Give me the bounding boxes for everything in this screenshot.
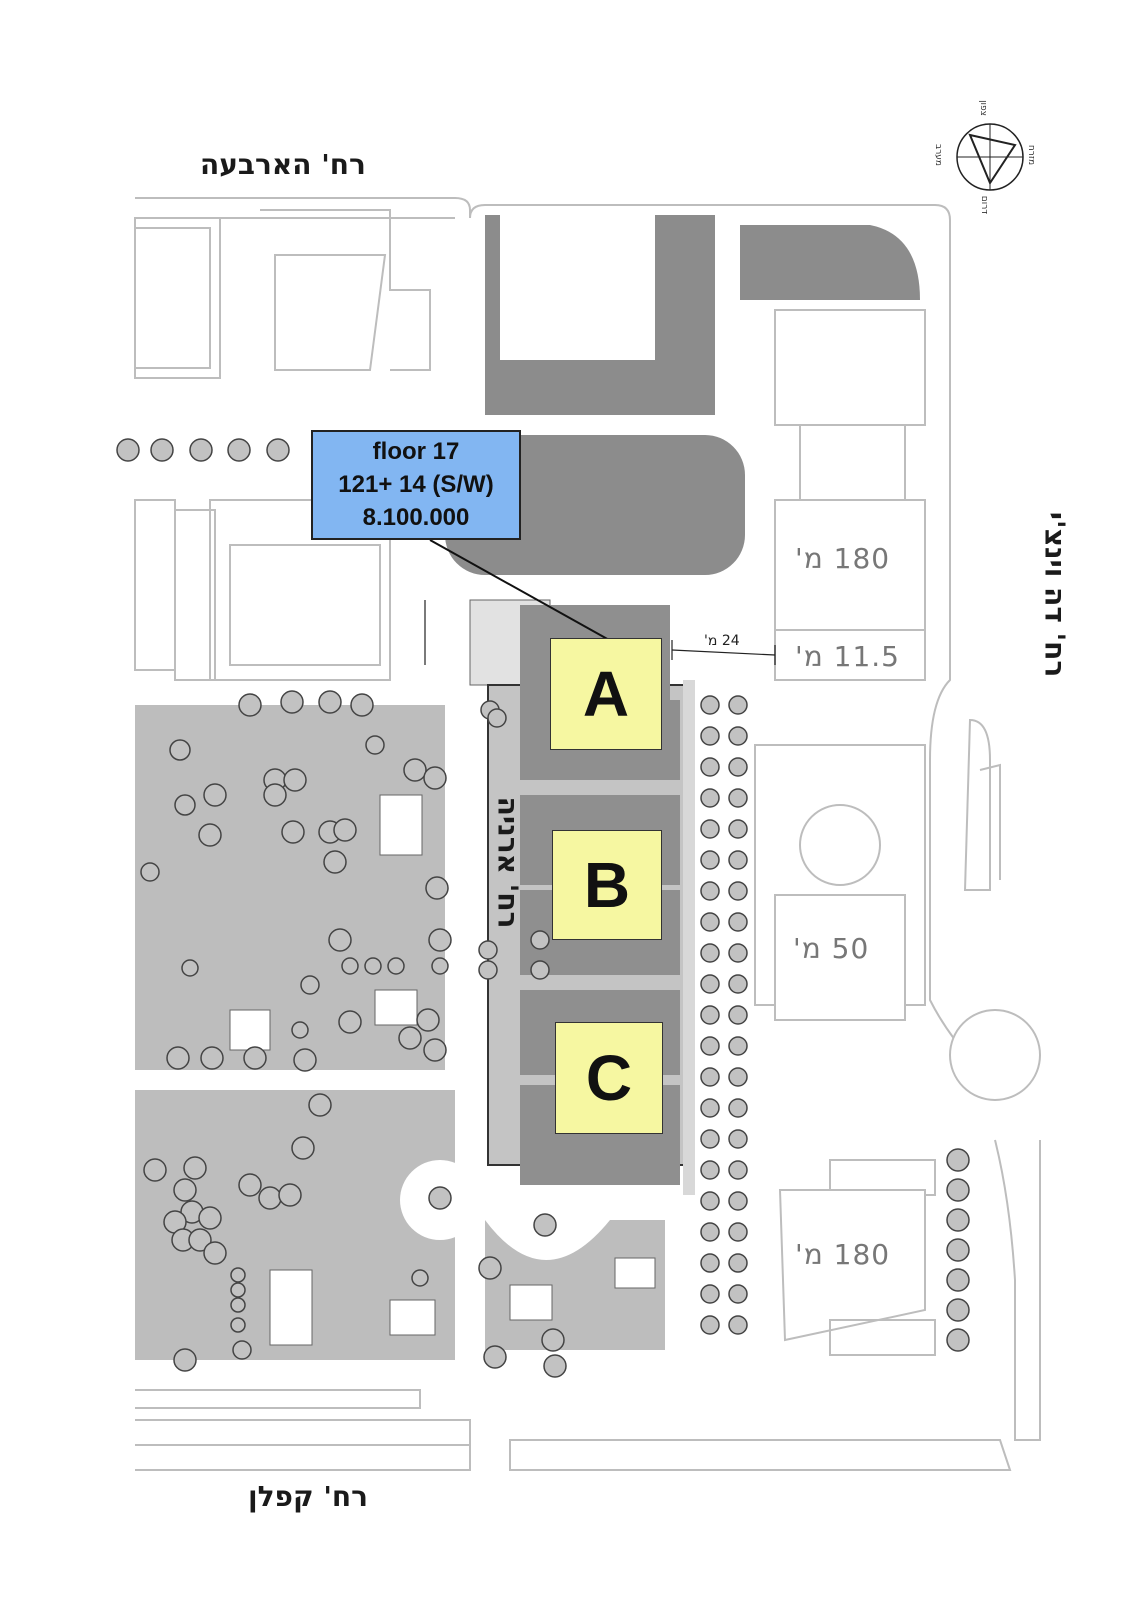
compass-rose: צפון דרום מזרח מערב <box>933 95 1045 220</box>
allee-tree <box>728 943 748 963</box>
trees <box>116 438 567 1378</box>
allee-tree <box>700 1160 720 1180</box>
tree-allee <box>700 695 748 1335</box>
street-label-south: רח' קפלן <box>248 1480 368 1513</box>
allee-tree <box>700 757 720 777</box>
allee-tree <box>728 1036 748 1056</box>
east-row-tree <box>946 1178 970 1202</box>
allee-tree <box>700 974 720 994</box>
allee-tree <box>700 850 720 870</box>
street-label-north: רח' הארבעה <box>200 148 366 181</box>
dimension-lines <box>424 600 776 665</box>
callout-area: 121+ 14 (S/W) <box>338 471 494 498</box>
allee-tree <box>728 850 748 870</box>
building-b-label: B <box>583 849 631 921</box>
allee-tree <box>728 1191 748 1211</box>
compass-south: דרום <box>979 195 990 215</box>
allee-tree <box>700 726 720 746</box>
allee-tree <box>728 819 748 839</box>
allee-tree <box>700 1129 720 1149</box>
building-b[interactable]: B <box>552 830 662 940</box>
distance-label-50: 50 מ' <box>793 932 870 965</box>
compass-north: צפון <box>977 100 988 116</box>
distance-label-11-5: 11.5 מ' <box>795 640 900 673</box>
street-label-center: רח' ארניה <box>491 796 525 929</box>
east-row-tree <box>946 1328 970 1352</box>
compass-west: מערב <box>933 143 944 167</box>
allee-tree <box>728 1129 748 1149</box>
allee-tree <box>700 1036 720 1056</box>
callout-price: 8.100.000 <box>362 504 470 531</box>
allee-tree <box>700 1191 720 1211</box>
allee-tree <box>700 912 720 932</box>
allee-tree <box>700 1067 720 1087</box>
allee-tree <box>728 1098 748 1118</box>
top-left-blocks <box>134 209 431 681</box>
allee-tree <box>700 881 720 901</box>
allee-tree <box>728 695 748 715</box>
distance-label-180-north: 180 מ' <box>795 542 891 575</box>
allee-tree <box>728 974 748 994</box>
compass-east: מזרח <box>1026 144 1037 166</box>
allee-tree <box>728 757 748 777</box>
east-row-tree <box>946 1148 970 1172</box>
east-row-tree <box>946 1298 970 1322</box>
building-a-label: A <box>582 658 630 730</box>
building-a[interactable]: A <box>550 638 662 750</box>
allee-tree <box>728 1160 748 1180</box>
allee-tree <box>728 1315 748 1335</box>
allee-tree <box>728 881 748 901</box>
allee-tree <box>700 695 720 715</box>
allee-tree <box>700 1098 720 1118</box>
distance-label-24: 24 מ' <box>704 633 740 649</box>
right-side-blocks <box>754 309 936 1356</box>
east-row-tree <box>946 1268 970 1292</box>
building-c[interactable]: C <box>555 1022 663 1134</box>
allee-tree <box>700 1005 720 1025</box>
tree-row-east <box>946 1148 970 1352</box>
allee-tree <box>728 1067 748 1087</box>
callout-floor: floor 17 <box>372 438 460 465</box>
allee-tree <box>700 1222 720 1242</box>
allee-tree <box>728 788 748 808</box>
allee-tree <box>728 1005 748 1025</box>
allee-tree <box>700 819 720 839</box>
allee-tree <box>728 1253 748 1273</box>
allee-tree <box>700 1315 720 1335</box>
allee-tree <box>728 912 748 932</box>
allee-tree <box>700 943 720 963</box>
allee-tree <box>700 1284 720 1304</box>
east-row-tree <box>946 1208 970 1232</box>
distance-label-180-south: 180 מ' <box>795 1238 891 1271</box>
allee-tree <box>728 1222 748 1242</box>
street-label-east: רח' דה וינצ'י <box>1038 511 1072 678</box>
east-row-tree <box>946 1238 970 1262</box>
allee-tree <box>700 1253 720 1273</box>
allee-tree <box>700 788 720 808</box>
allee-tree <box>728 726 748 746</box>
park-areas <box>135 705 665 1360</box>
allee-tree <box>728 1284 748 1304</box>
building-c-label: C <box>585 1042 633 1114</box>
compass-icon <box>956 123 1024 191</box>
floor-info-callout: floor 17 121+ 14 (S/W) 8.100.000 <box>311 430 521 540</box>
